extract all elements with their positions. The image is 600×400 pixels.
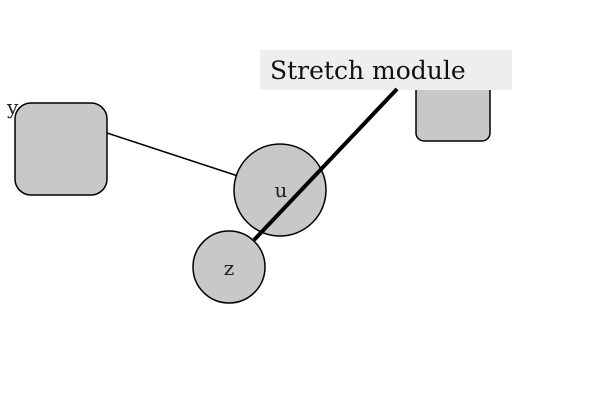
edge-z-module: [252, 87, 399, 242]
banner-label: Stretch module: [270, 56, 466, 85]
node-u-shape: [233, 143, 327, 237]
node-u[interactable]: u: [233, 143, 327, 237]
edge-y-u: [106, 132, 239, 177]
node-z-shape: [192, 230, 266, 304]
node-y-label: y: [6, 95, 19, 119]
stretch-module-banner: Stretch module: [260, 50, 512, 90]
node-y-shape: [14, 102, 108, 196]
banner-background: [260, 50, 512, 90]
node-z-label: z: [224, 256, 235, 280]
node-y[interactable]: y: [6, 95, 108, 196]
node-u-label: u: [275, 178, 288, 202]
node-z[interactable]: z: [192, 230, 266, 304]
